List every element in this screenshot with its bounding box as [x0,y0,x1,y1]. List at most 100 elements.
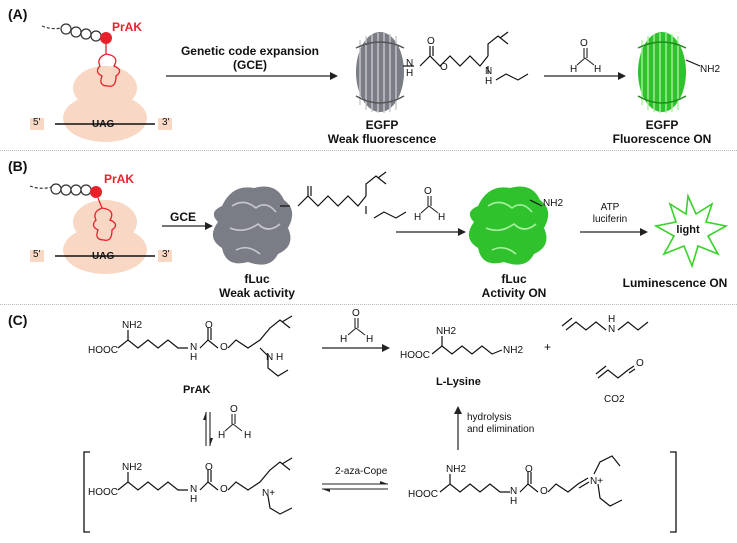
prak-label-a: PrAK [112,20,143,34]
codon-label-a: UAG [92,119,115,130]
carbamate-h-a: H [406,68,414,79]
cope-label: 2-aza-Cope [335,466,388,477]
lysine-structure [431,336,503,355]
egfp-on-barrel [637,32,701,113]
egfp-on-subtitle: Fluorescence ON [612,132,712,146]
acrolein-o: O [636,358,644,369]
iminium-left-hooc: HOOC [88,487,118,498]
carbamate-n-a: N [406,58,414,69]
amine-label-b: NH2 [543,198,564,209]
prak-structure-label: PrAK [183,384,211,396]
lysine-label: L-Lysine [436,376,481,388]
egfp-subtitle-a: Weak fluorescence [327,132,437,146]
iminium-right-nh: N [510,486,518,497]
aldehyde-o-c2: O [230,404,238,415]
panel-a-label: (A) [8,6,28,22]
prak-nh: N [190,342,198,353]
aldehyde-h1-c: H [340,334,348,345]
prak-linker-a [403,31,529,81]
prak-hooc: HOOC [88,345,118,356]
divider-bc [0,304,737,305]
atp-label: ATP [600,202,620,213]
aldehyde-h2-c: H [366,334,374,345]
iminium-left-nh2: NH2 [122,462,143,473]
prak-nh-h: H [190,352,198,363]
lysine-hooc: HOOC [400,350,430,361]
aldehyde-h2-b: H [438,212,446,223]
aldehyde-h2-a: H [594,64,602,75]
egfp-weak-barrel [355,32,405,113]
iminium-right-structure [439,455,623,507]
fluc-title-b: fLuc [244,272,270,286]
acrolein-structure [595,365,636,379]
iminium-right-nh-h: H [510,496,518,507]
aldehyde-o-a: O [580,38,588,49]
iminium-left-carbonyl-o: O [205,462,213,473]
arrow-formaldehyde-b [396,196,466,236]
gce-label-line1: Genetic code expansion [180,44,320,58]
carbamate-o2-a: O [440,62,448,73]
arrow-gce-a [166,72,338,80]
ribosome-b [29,183,172,274]
aldehyde-h1-c2: H [218,430,226,441]
iminium-left-structure [117,457,293,515]
hydrolysis-label-line1: hydrolysis [467,412,512,423]
five-prime-a: 5' [33,117,41,128]
iminium-left-n-plus: N+ [262,488,276,499]
secondary-amine-n: N [608,324,616,335]
iminium-left-nh: N [190,484,198,495]
prak-amine-n: N [266,352,274,363]
egfp-on-title: EGFP [645,118,679,132]
iminium-left-nh-h: H [190,494,198,505]
carbamate-o1-a: O [427,36,435,47]
co2-label: CO2 [604,394,625,405]
light-starburst [653,192,729,269]
lysine-nh2: NH2 [436,326,457,337]
panel-c-arrows [203,318,462,492]
aldehyde-o-c: O [352,308,360,319]
arrow-atp-luciferin [580,228,648,236]
hydrolysis-label-line2: and elimination [467,424,535,435]
panel-b-label: (B) [8,158,28,174]
arrow-gce-b [162,222,213,230]
plus-sign: + [544,340,552,354]
prak-nh2: NH2 [122,320,143,331]
prak-label-b: PrAK [104,172,135,186]
prak-ester-o: O [220,342,228,353]
fluc-on-subtitle: Activity ON [481,286,547,300]
fluc-on-blob [468,186,549,265]
prak-linker-b [280,171,407,219]
five-prime-b: 5' [33,249,41,260]
light-label: light [676,224,700,236]
intermediate-brackets [83,451,677,533]
iminium-right-carbonyl-o: O [525,464,533,475]
egfp-title-a: EGFP [365,118,399,132]
codon-label-b: UAG [92,251,115,262]
prak-structure [117,315,293,377]
lysine-terminal-nh2: NH2 [503,345,524,356]
iminium-right-hooc: HOOC [408,489,438,500]
aldehyde-h2-c2: H [244,430,252,441]
arrow-formaldehyde-a [544,48,626,80]
three-prime-a: 3' [162,117,170,128]
divider-ab [0,150,737,151]
gce-label-b: GCE [170,210,197,224]
iminium-right-ester-o: O [540,486,548,497]
panel-c-label: (C) [8,312,28,328]
luciferin-label: luciferin [592,214,628,225]
amine-n-a: N [485,66,493,77]
butenyl-propylamine-structure [561,317,649,331]
fluc-on-title: fLuc [501,272,527,286]
iminium-right-n-plus: N+ [590,476,604,487]
prak-carbonyl-o: O [205,320,213,331]
fluc-subtitle-b: Weak activity [219,286,295,300]
luminescence-label: Luminescence ON [622,276,728,290]
three-prime-b: 3' [162,249,170,260]
iminium-right-nh2: NH2 [446,464,467,475]
ribosome-a [30,23,172,142]
iminium-left-ester-o: O [220,484,228,495]
amine-label-a: NH2 [700,64,721,75]
aldehyde-h1-b: H [414,212,422,223]
aldehyde-o-b: O [424,186,432,197]
